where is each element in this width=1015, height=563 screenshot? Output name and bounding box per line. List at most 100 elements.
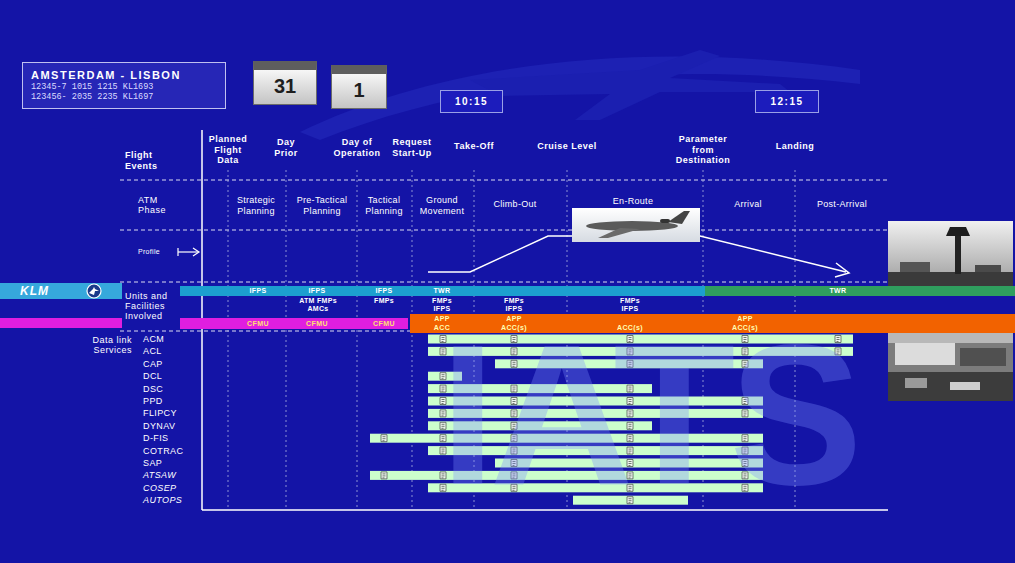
airline-logo-text: KLM — [20, 283, 122, 299]
event-heading: Day Prior — [269, 137, 303, 158]
column-divider — [228, 170, 229, 508]
unit-name: CFMU — [297, 318, 337, 329]
service-name: D-FIS — [143, 433, 199, 443]
service-name: AUTOPS — [143, 495, 199, 505]
service-icon — [381, 435, 387, 442]
unit-name: TWR — [422, 286, 462, 296]
apron — [888, 372, 1013, 401]
service-name: ATSAW — [143, 470, 199, 480]
phase-name: Arrival — [718, 199, 778, 210]
row-heading: ATM Phase — [138, 195, 178, 215]
tower — [955, 236, 961, 274]
service-name: FLIPCY — [143, 408, 199, 418]
tail — [668, 211, 690, 224]
event-heading: Take-Off — [439, 141, 509, 152]
time-text: 12:15 — [758, 96, 816, 107]
phase-name: Strategic Planning — [230, 195, 282, 216]
column-divider — [412, 170, 413, 508]
calendar-date: 1 — [332, 78, 386, 102]
phase-name: Pre-Tactical Planning — [290, 195, 354, 216]
terminal — [960, 348, 1006, 366]
time-box: 10:15 — [440, 90, 503, 113]
time-text: 10:15 — [443, 96, 500, 107]
unit-name: APP ACC(s) — [730, 315, 760, 332]
terminal — [895, 343, 955, 365]
calendar-icon: 1 — [331, 65, 387, 109]
watermark-plane — [470, 50, 790, 120]
row-heading: Flight Events — [125, 150, 175, 171]
row-dividers — [120, 180, 888, 331]
unit-name: APP ACC — [427, 315, 457, 332]
calendar-icon: 31 — [253, 61, 317, 105]
ground — [888, 272, 1013, 286]
service-name: CAP — [143, 359, 199, 369]
building — [975, 265, 1001, 272]
route-text: AMSTERDAM - LISBON — [31, 68, 217, 82]
phase-name: Post-Arrival — [802, 199, 882, 210]
unit-name: TWR — [818, 286, 858, 296]
service-name: ACL — [143, 346, 199, 356]
route-text: 123456- 2035 2235 KL1697 — [31, 92, 217, 102]
unit-note: FMPs IFPS — [615, 297, 645, 313]
unit-name: IFPS — [364, 286, 404, 296]
arrow-head — [835, 263, 849, 277]
vehicle — [905, 378, 927, 388]
unit-name: APP ACC(s) — [499, 315, 529, 332]
profile-marker — [178, 248, 199, 256]
phase-name: Climb-Out — [480, 199, 550, 210]
building — [900, 262, 930, 272]
service-icon — [627, 497, 633, 504]
unit-band: TWR — [705, 286, 1015, 296]
watermark: IATS — [440, 340, 890, 490]
unit-note: FMPs IFPS — [427, 297, 457, 313]
profile-arrow — [178, 251, 198, 252]
airline-band: KLM — [0, 283, 122, 299]
event-heading: Day of Operation — [328, 137, 386, 158]
logo-crane — [89, 287, 99, 295]
service-name: DYNAV — [143, 421, 199, 431]
row-divider — [120, 230, 888, 231]
service-name: DCL — [143, 371, 199, 381]
route-text: 12345-7 1015 1215 KL1693 — [31, 82, 217, 92]
phase-name: Ground Movement — [413, 195, 471, 216]
photo-frame — [888, 325, 1013, 401]
service-name: SAP — [143, 458, 199, 468]
engine — [660, 219, 670, 223]
photo-frame — [888, 221, 1013, 286]
arrow-head — [193, 248, 199, 256]
route-box: AMSTERDAM - LISBON12345-7 1015 1215 KL16… — [22, 62, 226, 109]
row-divider — [120, 282, 888, 283]
unit-name: ACC(s) — [615, 324, 645, 333]
service-bar — [573, 496, 688, 505]
unit-name: IFPS — [238, 286, 278, 296]
calendar-date: 31 — [254, 74, 316, 98]
service-name: ACM — [143, 334, 199, 344]
tower-cab — [946, 227, 970, 236]
row-heading: Data link Services — [88, 335, 132, 355]
event-heading: Parameter from Destination — [670, 134, 736, 166]
unit-name: CFMU — [364, 318, 404, 329]
service-icon — [381, 472, 387, 479]
column-divider — [357, 170, 358, 508]
row-heading: Units and Facilities Involved — [125, 291, 175, 321]
phase-name: En-Route — [598, 196, 668, 207]
unit-note: FMPs IFPS — [499, 297, 529, 313]
row-divider — [120, 180, 888, 181]
axis-line — [202, 509, 888, 511]
service-name: COTRAC — [143, 446, 199, 456]
wing — [598, 228, 640, 238]
event-heading: Cruise Level — [522, 141, 612, 152]
row-heading: Profile — [138, 247, 174, 256]
unit-name: CFMU — [238, 318, 278, 329]
service-name: PPD — [143, 396, 199, 406]
unit-band: CFMU CFMU CFMU — [180, 318, 408, 329]
vehicle — [950, 382, 980, 390]
unit-name: IFPS — [297, 286, 337, 296]
photo-frame — [572, 208, 700, 242]
unit-band: IFPS IFPS IFPS TWR — [180, 286, 705, 296]
service-name: DSC — [143, 384, 199, 394]
tower-photo — [888, 221, 1013, 286]
profile-tick — [177, 248, 178, 256]
airline-logo — [84, 283, 104, 299]
